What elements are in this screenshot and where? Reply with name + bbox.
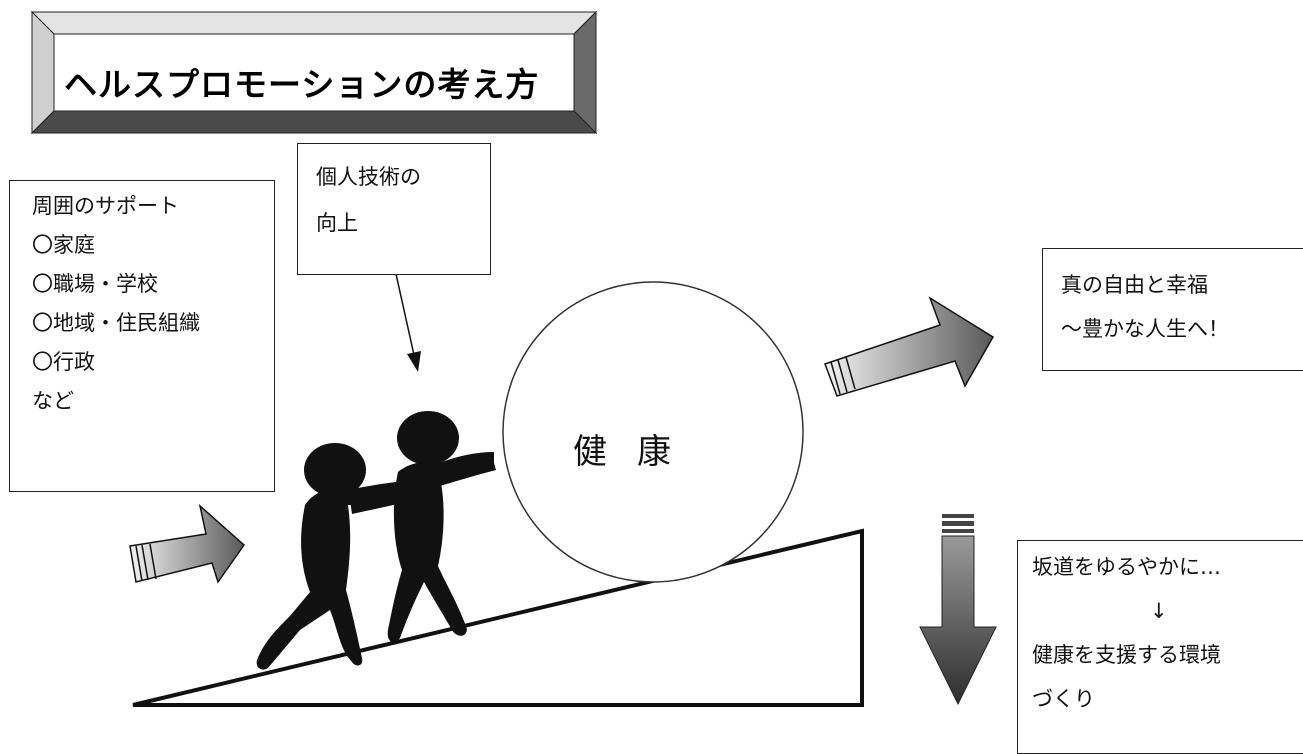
environment-line-1: 坂道をゆるやかに… [1032, 555, 1221, 579]
goal-line-2: ～豊かな人生へ！ [1061, 317, 1229, 341]
skill-box: 個人技術の 向上 [297, 143, 491, 275]
health-ball [502, 281, 804, 583]
support-item-work-school: 〇職場・学校 [32, 272, 158, 296]
pushing-figures-icon [256, 411, 496, 670]
environment-arrow-line: ↓ [1150, 599, 1168, 623]
support-item-family: 〇家庭 [32, 233, 95, 257]
arrow-down-icon [919, 514, 997, 706]
health-label: 健康 [573, 432, 701, 472]
page-title: ヘルスプロモーションの考え方 [64, 65, 540, 104]
goal-line-1: 真の自由と幸福 [1061, 273, 1208, 297]
title-frame [30, 10, 598, 135]
support-item-community: 〇地域・住民組織 [32, 311, 200, 335]
environment-line-3: づくり [1032, 687, 1095, 711]
pointer-arrow [395, 273, 421, 372]
environment-box: 坂道をゆるやかに… ↓ 健康を支援する環境 づくり [1017, 540, 1303, 754]
arrow-right-left-icon [129, 503, 245, 584]
support-box: 周囲のサポート 〇家庭 〇職場・学校 〇地域・住民組織 〇行政 など [9, 180, 275, 492]
slope-triangle [132, 528, 864, 707]
skill-line-2: 向上 [316, 211, 358, 235]
support-item-government: 〇行政 [32, 350, 95, 374]
arrow-right-goal-icon [824, 296, 995, 397]
support-heading: 周囲のサポート [32, 194, 179, 218]
goal-box: 真の自由と幸福 ～豊かな人生へ！ [1042, 248, 1303, 371]
support-item-etc: など [32, 389, 74, 413]
environment-line-2: 健康を支援する環境 [1032, 643, 1221, 667]
skill-line-1: 個人技術の [316, 165, 421, 189]
